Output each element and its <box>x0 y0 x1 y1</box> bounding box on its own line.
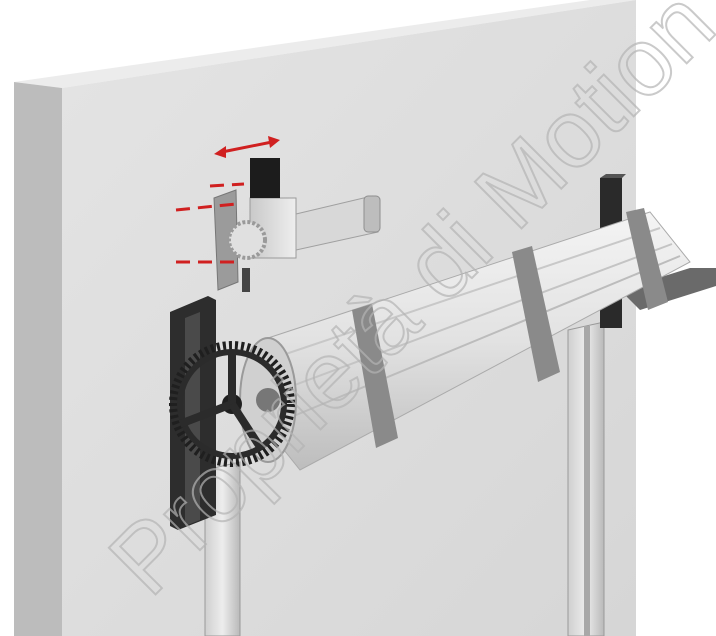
wall-top <box>14 0 636 88</box>
red-dashed-alignment-lines <box>175 182 245 264</box>
strap-1 <box>352 304 398 448</box>
motor-gear <box>227 220 267 260</box>
roller-straps <box>352 208 668 448</box>
motor-top-cap <box>250 158 280 198</box>
wall-side <box>14 82 62 636</box>
motor-unit <box>213 158 381 292</box>
motor-mount-plate <box>213 189 239 291</box>
right-rail-channel <box>584 326 590 636</box>
strap-2 <box>512 246 560 382</box>
strap-3 <box>626 208 668 310</box>
red-move-arrow <box>214 136 280 158</box>
guide-rails <box>204 321 605 636</box>
motor-shaft-end <box>363 195 381 233</box>
chain-wheel[interactable] <box>169 341 295 467</box>
